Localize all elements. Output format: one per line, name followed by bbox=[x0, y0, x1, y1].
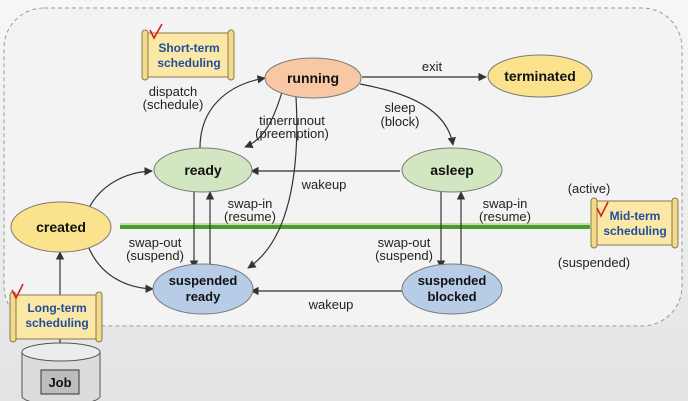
label-sleep: sleep bbox=[384, 100, 415, 115]
mid-term-line1: Mid-term bbox=[610, 209, 661, 223]
long-term-line2: scheduling bbox=[25, 316, 88, 330]
short-term-line1: Short-term bbox=[158, 41, 219, 55]
job-storage-cylinder: Job bbox=[21, 342, 101, 401]
mid-term-scheduling-scroll: Mid-term scheduling bbox=[590, 197, 679, 249]
label-timerrunout-sub: (preemption) bbox=[255, 126, 329, 141]
long-term-scheduling-scroll: Long-term scheduling bbox=[9, 283, 103, 343]
short-term-scheduling-scroll: Short-term scheduling bbox=[141, 23, 235, 81]
long-term-line1: Long-term bbox=[27, 301, 86, 315]
label-dispatch: dispatch bbox=[149, 84, 197, 99]
state-created-label: created bbox=[36, 219, 86, 235]
state-asleep: asleep bbox=[401, 147, 503, 193]
state-asleep-label: asleep bbox=[430, 162, 474, 178]
arrow-created-to-ready bbox=[87, 167, 153, 211]
check-icon bbox=[11, 283, 24, 300]
label-timerrunout: timerrunout bbox=[259, 113, 325, 128]
label-swap-in-left: swap-in bbox=[228, 196, 273, 211]
arrow-running-to-suspended-ready bbox=[247, 95, 298, 269]
state-suspended-blocked-line2: blocked bbox=[427, 289, 476, 304]
state-ready: ready bbox=[153, 147, 253, 193]
check-icon bbox=[596, 201, 609, 218]
short-term-line2: scheduling bbox=[157, 56, 220, 70]
state-created: created bbox=[10, 201, 112, 253]
label-swap-out-right: swap-out bbox=[378, 235, 431, 250]
label-dispatch-sub: (schedule) bbox=[143, 97, 204, 112]
state-ready-label: ready bbox=[184, 162, 222, 178]
label-swap-in-right-sub: (resume) bbox=[479, 209, 531, 224]
arrow-created-to-suspended-ready bbox=[87, 245, 154, 293]
arrow-dispatch bbox=[199, 75, 266, 149]
label-swap-in-left-sub: (resume) bbox=[224, 209, 276, 224]
label-swap-in-right: swap-in bbox=[483, 196, 528, 211]
arrow-sleep bbox=[359, 83, 456, 146]
label-active-region: (active) bbox=[568, 181, 611, 196]
label-exit: exit bbox=[422, 59, 443, 74]
state-suspended-ready-line2: ready bbox=[186, 289, 221, 304]
system-boundary bbox=[3, 7, 683, 327]
state-running-label: running bbox=[287, 70, 339, 86]
state-running: running bbox=[264, 57, 362, 99]
state-suspended-blocked-line1: suspended bbox=[418, 273, 487, 288]
label-swap-out-left-sub: (suspend) bbox=[126, 248, 184, 263]
label-suspended-region: (suspended) bbox=[558, 255, 630, 270]
state-terminated-label: terminated bbox=[504, 68, 576, 84]
label-wakeup-bottom: wakeup bbox=[308, 297, 354, 312]
state-terminated: terminated bbox=[487, 54, 593, 98]
label-swap-out-right-sub: (suspend) bbox=[375, 248, 433, 263]
label-swap-out-left: swap-out bbox=[129, 235, 182, 250]
state-suspended-ready-line1: suspended bbox=[169, 273, 238, 288]
check-icon bbox=[149, 23, 163, 40]
job-label: Job bbox=[48, 375, 71, 390]
state-suspended-ready: suspended ready bbox=[152, 263, 254, 315]
label-wakeup-top: wakeup bbox=[301, 177, 347, 192]
arrow-timerrunout bbox=[244, 91, 283, 149]
mid-term-line2: scheduling bbox=[603, 224, 666, 238]
label-sleep-sub: (block) bbox=[380, 114, 419, 129]
state-suspended-blocked: suspended blocked bbox=[401, 263, 503, 315]
